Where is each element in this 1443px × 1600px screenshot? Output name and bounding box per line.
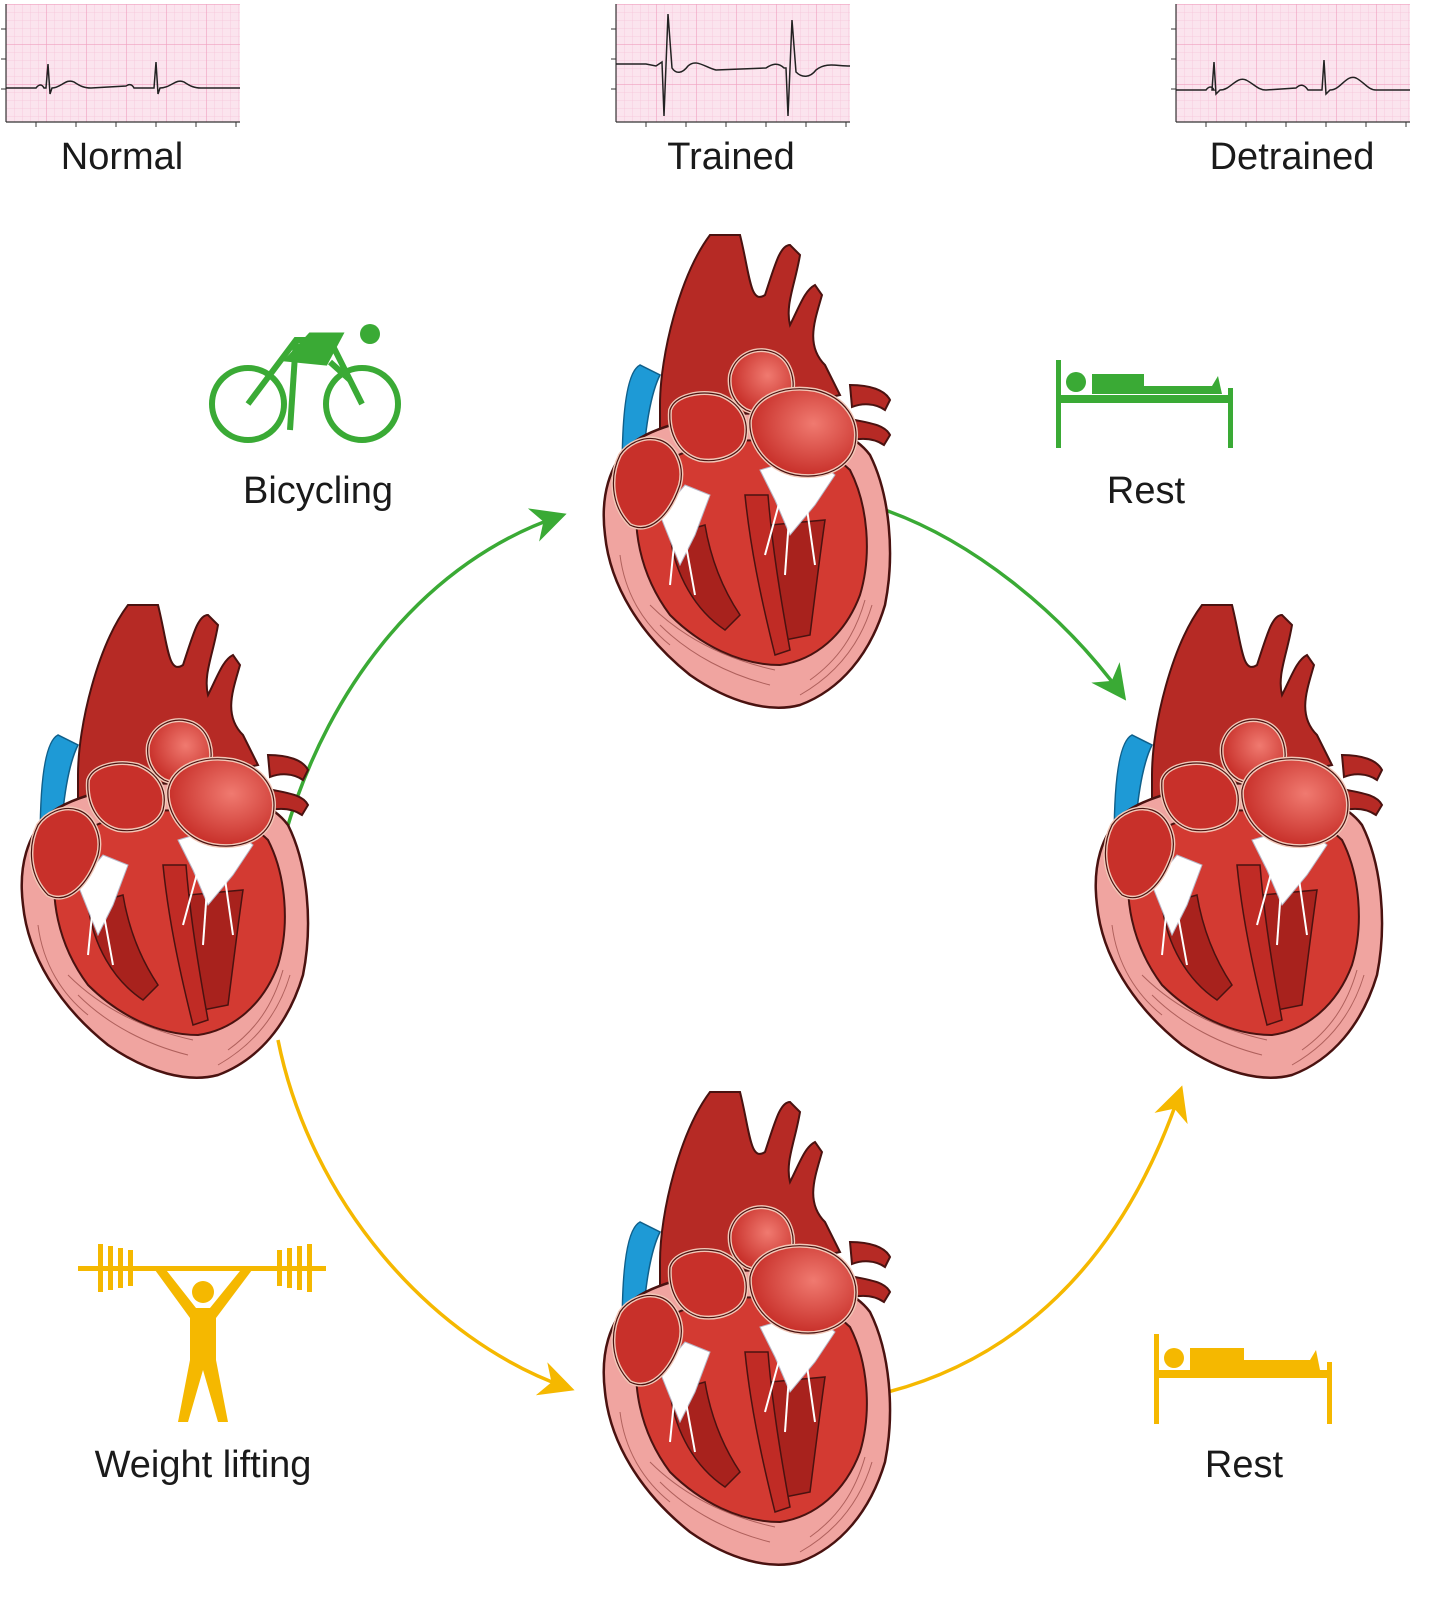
ecg-trace-detrained [1176,59,1410,96]
heart-trained [601,233,892,710]
ecg-label-normal: Normal [60,136,184,178]
heart-normal [19,603,310,1080]
bicycle-icon [209,324,401,443]
activity-label-bicycling: Bicycling [243,470,393,512]
ecg-trace-normal [6,61,240,95]
arrow-normal-to-trained [283,508,567,836]
arrow-hypertrophy-to-detrained [887,1085,1188,1394]
ecg-strip-normal [0,3,241,128]
bed-icon-bottom [1154,1334,1332,1424]
ecg-trace-trained [616,13,851,117]
ecg-strip-detrained [1170,3,1411,128]
activity-label-rest-bottom: Rest [1204,1444,1284,1486]
ecg-label-trained: Trained [667,136,795,178]
weightlifter-icon [78,1244,326,1422]
activity-label-rest-top: Rest [1106,470,1186,512]
heart-resistance-trained [601,1090,892,1567]
arrow-normal-to-hypertrophy [276,1039,575,1396]
heart-detrained [1093,603,1384,1080]
bed-icon [1056,360,1233,448]
ecg-strip-trained [610,3,851,128]
ecg-label-detrained: Detrained [1209,136,1375,178]
activity-label-weight-lifting: Weight lifting [94,1444,312,1486]
arrow-trained-to-detrained [884,508,1127,701]
